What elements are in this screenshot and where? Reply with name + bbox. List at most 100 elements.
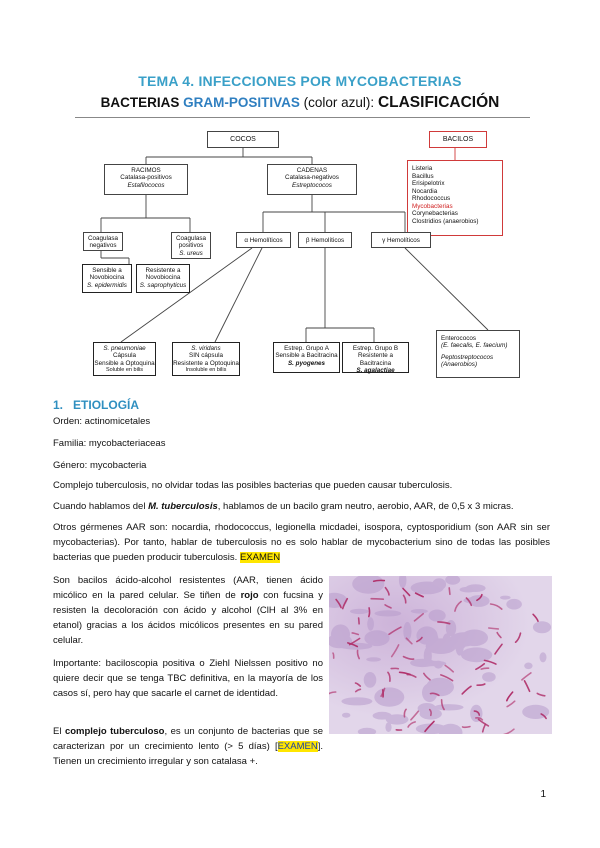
sens-novo-line1: Sensible a	[92, 267, 122, 274]
acid-fast-bacillus	[356, 649, 360, 660]
stain-blob	[374, 687, 405, 707]
acid-fast-bacillus	[414, 592, 424, 598]
acid-fast-bacillus	[506, 700, 516, 708]
acid-fast-bacillus	[475, 663, 486, 671]
racimos-catalasa: Catalasa-positivos	[120, 174, 172, 182]
stain-blob	[415, 660, 447, 667]
coag-neg-line1: Coagulasa	[87, 235, 119, 242]
classification-diagram	[100, 148, 489, 343]
racimos-genus: Estafilococos	[127, 181, 165, 189]
acid-fast-bacillus	[494, 643, 503, 655]
bacilo-bacillus: Bacillus	[412, 172, 434, 180]
grupoA-line2: Sensible a Bacitracina	[275, 352, 338, 360]
acid-fast-bacillus	[475, 717, 484, 721]
text-familia: Familia: mycobacteriaceas	[53, 438, 166, 449]
complejo-end: . Tienen un crecimiento irregular y son …	[53, 741, 323, 767]
box-gamma-hemoliticos: γ Hemolíticos	[371, 232, 431, 248]
stain-blob	[410, 581, 444, 595]
acid-fast-bacillus	[440, 699, 445, 711]
entero-species: (E. faecalis, E. faecium)	[441, 342, 508, 350]
stain-blob	[460, 647, 493, 663]
acid-fast-bacillus	[440, 674, 454, 682]
resis-novo-species: S. saprophyticus	[139, 281, 187, 289]
viridans-optoquina: Resistente a Optoquina	[173, 359, 239, 367]
diagram-title: BACTERIAS GRAM-POSITIVAS (color azul): C…	[0, 94, 600, 112]
text-orden: Orden: actinomicetales	[53, 416, 151, 427]
acid-fast-bacillus	[387, 671, 391, 682]
bacilo-nocardia: Nocardia	[412, 187, 438, 195]
acid-fast-bacillus	[390, 644, 400, 658]
stain-blob	[428, 609, 446, 622]
stain-blob	[532, 621, 552, 634]
acid-fast-bacillus	[405, 637, 413, 645]
acid-fast-bacillus	[407, 721, 416, 728]
section-title: ETIOLOGÍA	[73, 398, 140, 412]
acid-fast-bacillus	[473, 710, 481, 716]
acid-fast-bacillus	[380, 687, 386, 697]
acid-fast-bacillus	[354, 682, 362, 687]
stain-blob	[357, 727, 377, 734]
stain-blob	[500, 595, 511, 600]
acid-fast-bacillus	[480, 667, 490, 670]
examen-highlight: EXAMEN	[239, 552, 281, 563]
coag-pos-line2: positivos	[178, 242, 204, 250]
coag-neg-line2: negativos	[89, 242, 117, 250]
acid-fast-bacillus	[329, 691, 337, 695]
complejo-post: , es un conjunto de bacterias que se car…	[53, 726, 323, 752]
acid-fast-bacillus	[424, 720, 435, 733]
otros-text: Otros gérmenes AAR son: nocardia, rhodoc…	[53, 522, 550, 563]
acid-fast-bacillus	[402, 655, 415, 660]
acid-fast-bacillus	[461, 685, 472, 695]
pneumo-species: S. pneumoniae	[103, 345, 146, 352]
acid-fast-bacillus	[354, 688, 362, 693]
stain-blob	[341, 697, 373, 706]
viridans-capsula: SIN cápsula	[189, 352, 223, 360]
stain-blob	[434, 704, 464, 711]
acid-fast-bacillus	[437, 621, 451, 625]
text-son-bacilos: Son bacilos ácido-alcohol resistentes (A…	[53, 573, 323, 648]
acid-fast-bacillus	[506, 691, 514, 702]
stain-blob	[459, 586, 477, 593]
stain-blob	[366, 657, 381, 662]
acid-fast-bacillus	[335, 598, 342, 609]
box-cocos: COCOS	[207, 131, 279, 148]
stain-blob	[506, 598, 522, 610]
box-racimos: RACIMOS Catalasa-positivos Estafilococos	[104, 164, 188, 195]
peptostrepto-note: (Anaerobios)	[441, 361, 478, 369]
stain-blob	[425, 638, 457, 654]
stain-blob	[539, 652, 547, 663]
stain-blob	[329, 592, 348, 608]
stain-blob	[524, 662, 533, 670]
box-bacilos-list: Listeria Bacillus Erisipelotrix Nocardia…	[407, 160, 503, 236]
acid-fast-bacillus	[488, 627, 500, 630]
acid-fast-bacillus	[465, 597, 473, 607]
subtitle-gram: GRAM-POSITIVAS	[183, 95, 300, 110]
acid-fast-bacillus	[483, 659, 497, 665]
stain-blob	[362, 579, 371, 585]
stain-blob	[455, 635, 464, 656]
cadenas-catalasa: Catalasa-negativos	[285, 174, 339, 182]
bacilo-rhodococcus: Rhodococcus	[412, 195, 451, 202]
box-resistente-novobiocina: Resistente a Novobiocina S. saprophyticu…	[136, 264, 190, 293]
stain-blob	[342, 712, 351, 718]
subtitle-clasificacion: CLASIFICACIÓN	[377, 94, 500, 111]
section-number: 1.	[53, 398, 64, 412]
box-alfa-hemoliticos: α Hemolíticos	[236, 232, 291, 248]
acid-fast-bacillus	[341, 597, 349, 610]
acid-fast-bacillus	[532, 613, 539, 622]
acid-fast-bacillus	[370, 597, 385, 600]
pneumo-bilis: Soluble en bilis	[106, 367, 143, 374]
pneumo-capsula: Cápsula	[112, 352, 137, 360]
box-cadenas: CADENAS Catalasa-negativos Estreptococos	[267, 164, 357, 195]
stain-blob	[445, 576, 461, 585]
header-divider	[75, 117, 530, 118]
stain-blob	[426, 677, 454, 697]
acid-fast-bacillus	[523, 680, 531, 693]
box-s-viridans: S. viridans SIN cápsula Resistente a Opt…	[172, 342, 240, 376]
text-cuando-hablamos: Cuando hablamos del M. tuberculosis, hab…	[53, 499, 550, 514]
acid-fast-bacillus	[372, 579, 386, 583]
box-sensible-novobiocina: Sensible a Novobiocina S. epidermidis	[82, 264, 132, 293]
stain-blob	[350, 608, 369, 615]
cadenas-title: CADENAS	[296, 167, 328, 174]
page-number: 1	[540, 789, 546, 800]
